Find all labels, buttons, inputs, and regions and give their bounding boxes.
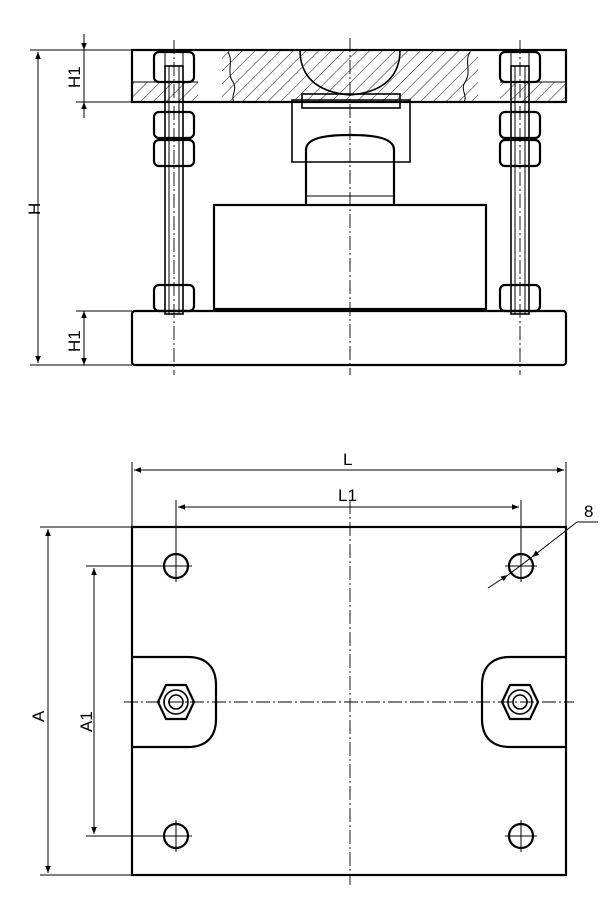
dim-a1-label: A1 bbox=[77, 711, 96, 732]
left-nut bbox=[156, 683, 196, 721]
hole-diameter-leader bbox=[487, 574, 509, 589]
top-plate-section bbox=[222, 50, 478, 102]
mounting-hole-bottom-right bbox=[505, 820, 537, 852]
dim-h1-bottom-label: H1 bbox=[65, 330, 84, 352]
dim-h-label: H bbox=[25, 203, 44, 215]
top-view: L L1 A A1 8 bbox=[29, 450, 598, 885]
dim-l-label: L bbox=[343, 450, 352, 469]
left-clamp-plate bbox=[132, 655, 218, 749]
dim-l1-label: L1 bbox=[338, 486, 357, 505]
hole-diameter-label: 8 bbox=[584, 502, 593, 521]
dim-h1-top-label: H1 bbox=[65, 66, 84, 88]
mounting-hole-top-right bbox=[505, 550, 537, 582]
right-clamp-plate bbox=[480, 655, 566, 749]
base-plate-outline bbox=[130, 525, 568, 877]
right-nut bbox=[500, 683, 540, 721]
front-view: H H1 H1 bbox=[25, 34, 568, 375]
loading-pad bbox=[291, 99, 411, 163]
bottom-plate bbox=[130, 309, 568, 367]
dim-a-label: A bbox=[29, 710, 48, 722]
